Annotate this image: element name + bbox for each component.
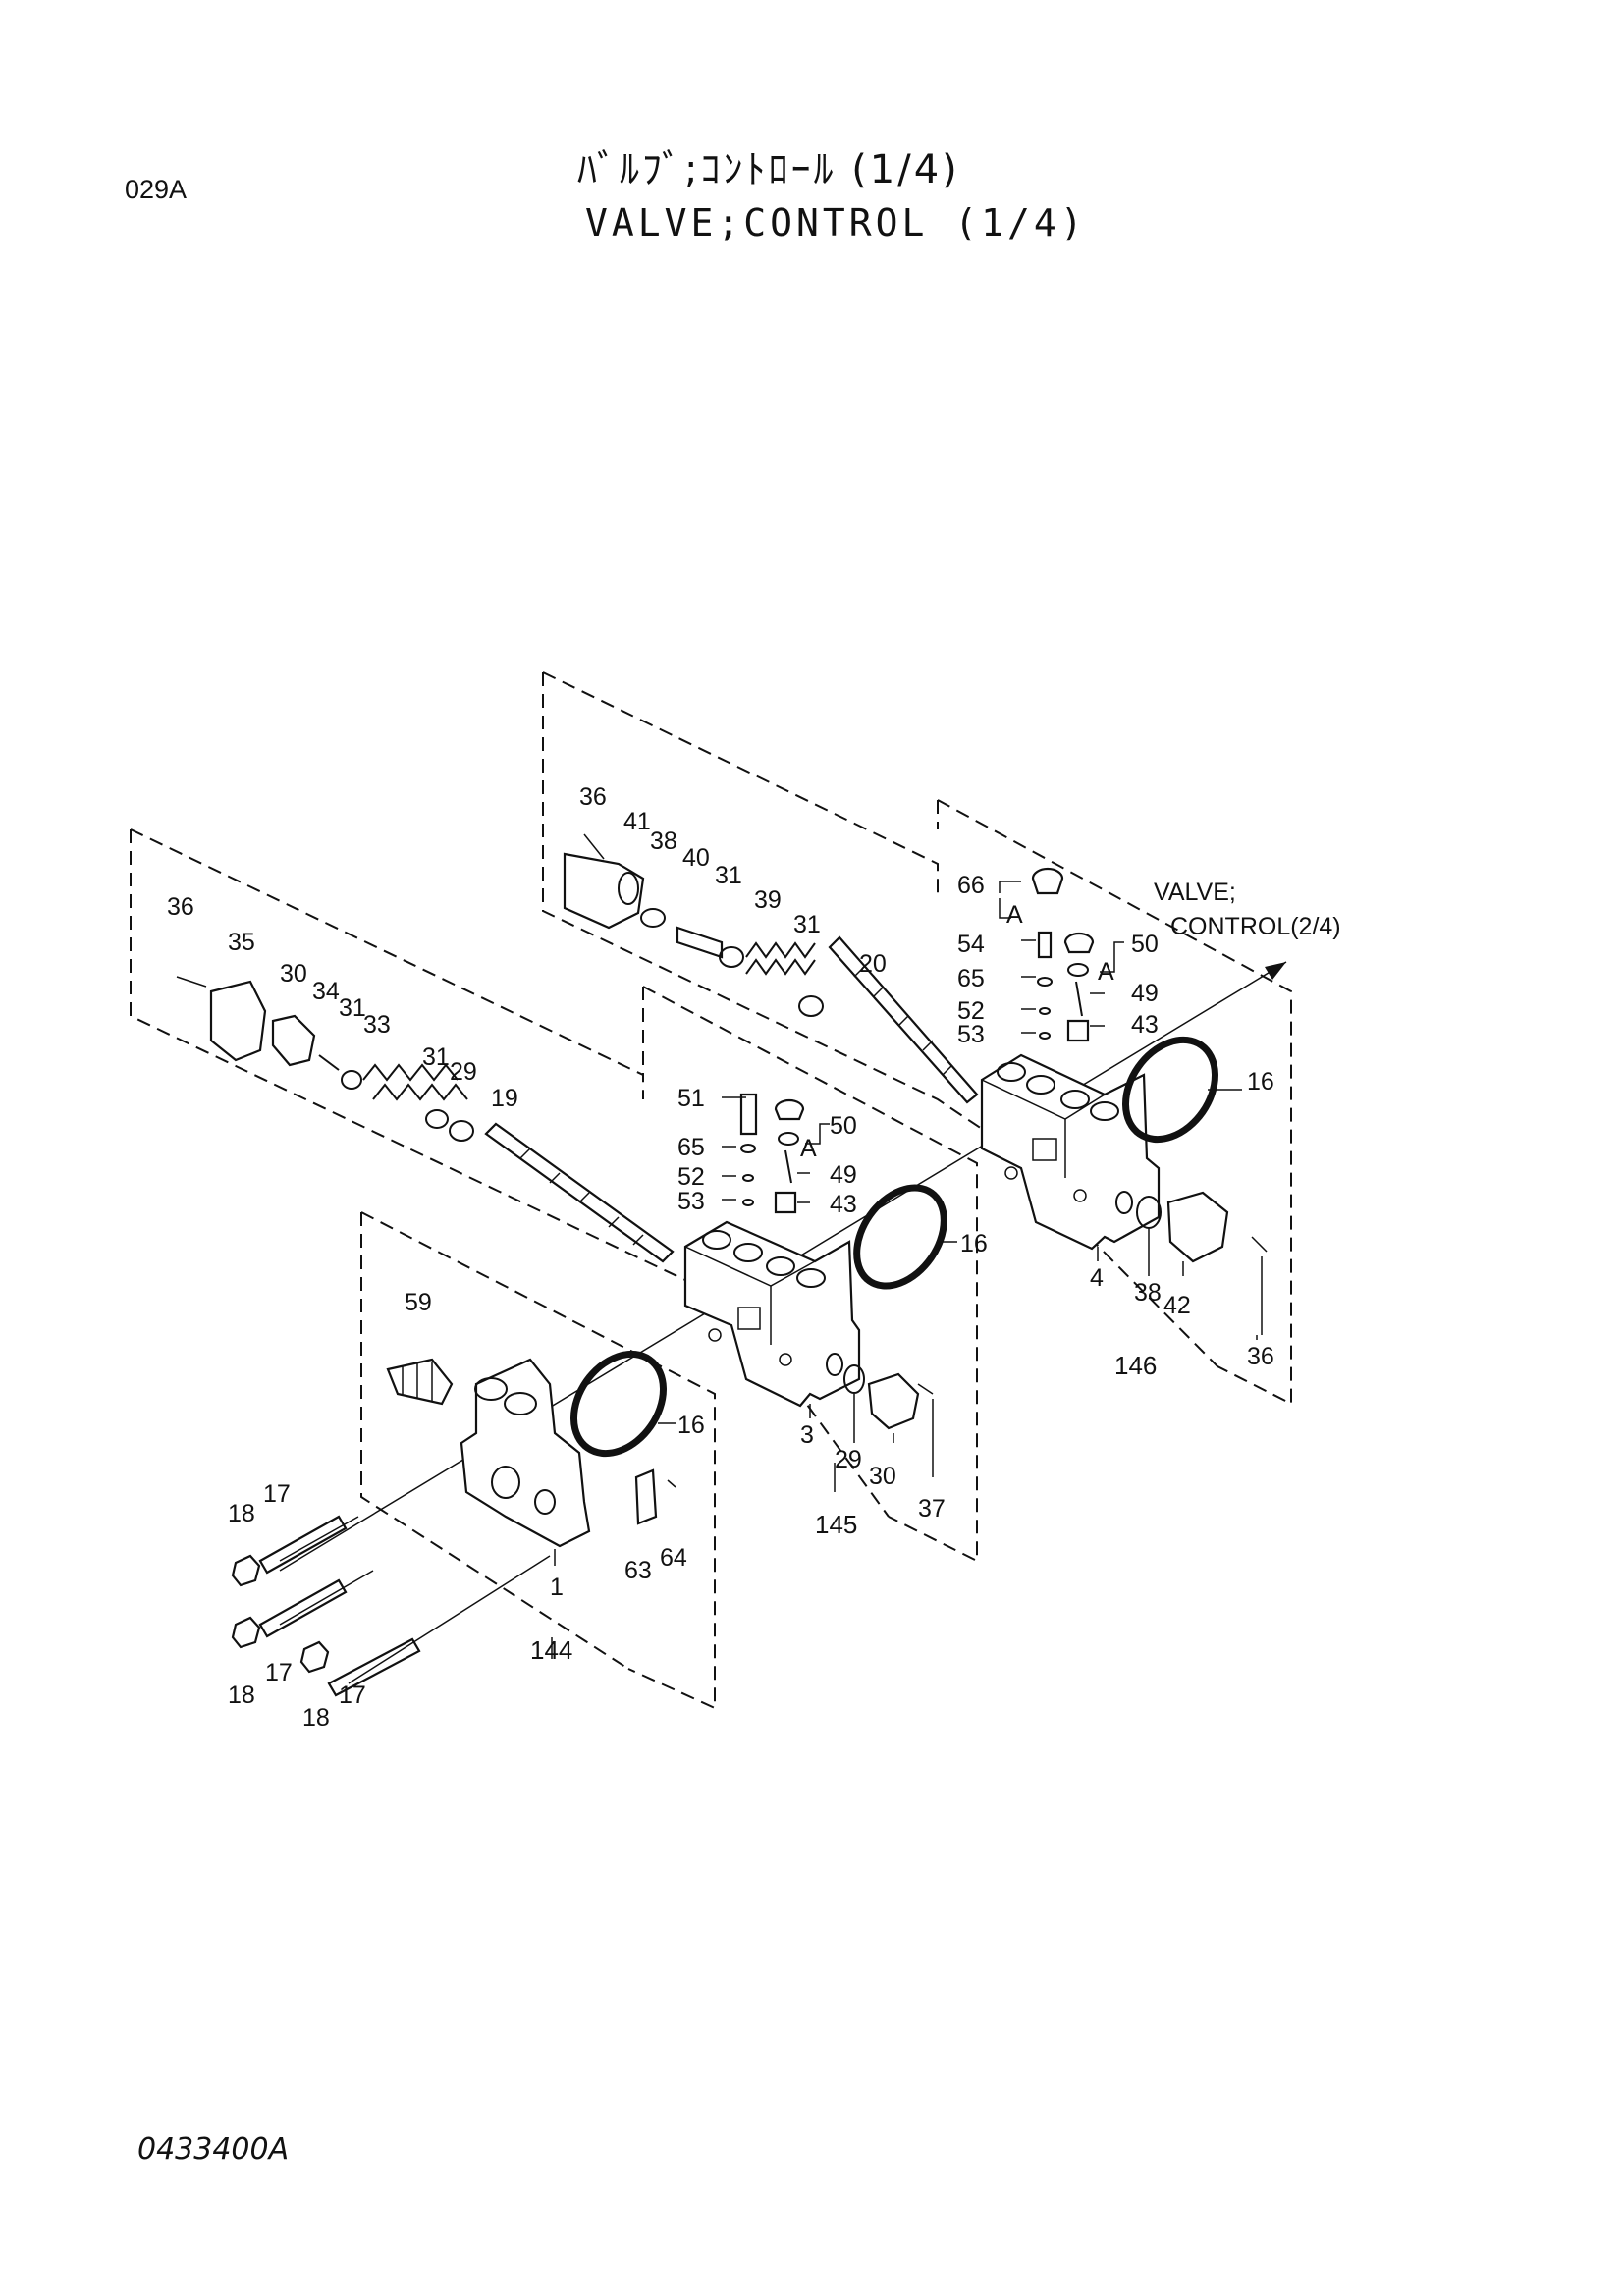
part-label: 41 bbox=[623, 808, 651, 835]
section-4-relief-parts bbox=[999, 867, 1095, 1042]
detail-marker-a: A bbox=[800, 1135, 817, 1162]
part-label: 51 bbox=[677, 1085, 705, 1112]
section-4-housing bbox=[980, 1053, 1161, 1251]
part-label: 16 bbox=[677, 1412, 705, 1439]
part-label: 31 bbox=[422, 1043, 450, 1071]
part-label: 31 bbox=[793, 911, 821, 938]
o-ring-16-upper bbox=[1122, 1036, 1218, 1144]
part-label: 49 bbox=[830, 1161, 857, 1189]
part-label: 19 bbox=[491, 1085, 518, 1112]
part-label: 35 bbox=[228, 929, 255, 956]
part-label: 63 bbox=[624, 1557, 652, 1584]
part-label: 16 bbox=[960, 1230, 988, 1257]
part-label: 31 bbox=[715, 862, 742, 889]
part-label: 30 bbox=[280, 960, 307, 988]
part-label: 36 bbox=[167, 893, 194, 921]
next-page-reference: VALVE; CONTROL(2/4) bbox=[1154, 879, 1341, 940]
page-title-japanese: ﾊﾞﾙﾌﾞ;ｺﾝﾄﾛｰﾙ (1/4) bbox=[577, 147, 960, 192]
part-label: 17 bbox=[265, 1659, 293, 1686]
part-label: 20 bbox=[859, 950, 887, 978]
part-label: 29 bbox=[450, 1058, 477, 1086]
section-3-cap-35 bbox=[176, 976, 362, 1090]
part-label: 1 bbox=[550, 1574, 564, 1601]
part-label: 54 bbox=[957, 931, 985, 958]
part-label: 18 bbox=[228, 1500, 255, 1527]
ref-label-line2: CONTROL(2/4) bbox=[1170, 913, 1341, 940]
part-label: 38 bbox=[1134, 1279, 1162, 1307]
part-label: 66 bbox=[957, 872, 985, 899]
part-label: 50 bbox=[1131, 931, 1159, 958]
part-label: 37 bbox=[918, 1495, 946, 1522]
part-label: 43 bbox=[1131, 1011, 1159, 1039]
part-label: 50 bbox=[830, 1112, 857, 1140]
page-title-english: VALVE;CONTROL (1/4) bbox=[585, 201, 1087, 244]
detail-markers: A A A bbox=[800, 901, 1114, 1162]
section-4-spool-20 bbox=[828, 935, 979, 1104]
detail-marker-a: A bbox=[1006, 901, 1023, 929]
o-ring-16-lower bbox=[570, 1350, 667, 1458]
part-label: 40 bbox=[682, 844, 710, 872]
part-label: 52 bbox=[957, 997, 985, 1025]
section-3-spring-33 bbox=[362, 1063, 474, 1142]
part-labels: 36 41 38 40 31 39 31 20 66 54 65 52 53 5… bbox=[167, 783, 1274, 1732]
section-3-housing bbox=[683, 1220, 861, 1408]
part-label: 43 bbox=[830, 1191, 857, 1218]
part-label: 52 bbox=[677, 1163, 705, 1191]
leader-lines bbox=[551, 881, 1263, 1659]
part-label: 3 bbox=[800, 1421, 814, 1449]
part-label: 65 bbox=[677, 1134, 705, 1161]
bracket-63-screw-64 bbox=[634, 1468, 676, 1525]
part-label: 30 bbox=[869, 1463, 896, 1490]
group-label: 144 bbox=[530, 1635, 572, 1665]
part-label: 49 bbox=[1131, 980, 1159, 1007]
part-label: 53 bbox=[957, 1021, 985, 1048]
section-1-housing bbox=[460, 1358, 591, 1548]
page-code: 029A bbox=[125, 175, 188, 204]
section-3-endplate-30 bbox=[843, 1364, 934, 1430]
group-label: 146 bbox=[1114, 1351, 1157, 1380]
part-label: 16 bbox=[1247, 1068, 1274, 1095]
part-label: 18 bbox=[302, 1704, 330, 1732]
document-number: 0433400A bbox=[137, 2132, 290, 2166]
part-label: 33 bbox=[363, 1011, 391, 1039]
part-label: 4 bbox=[1090, 1264, 1104, 1292]
part-label: 17 bbox=[263, 1480, 291, 1508]
tie-bolts-and-nuts bbox=[231, 1515, 551, 1697]
part-label: 64 bbox=[660, 1544, 687, 1572]
group-label: 145 bbox=[815, 1510, 857, 1539]
group-outline-144 bbox=[360, 1211, 716, 1710]
part-label: 29 bbox=[835, 1446, 862, 1473]
part-label: 59 bbox=[405, 1289, 432, 1316]
part-label: 36 bbox=[579, 783, 607, 811]
section-3-relief-parts bbox=[739, 1093, 805, 1214]
o-ring-16-middle bbox=[853, 1184, 947, 1290]
section-3-spool-19 bbox=[484, 1122, 675, 1263]
part-label: 42 bbox=[1163, 1292, 1191, 1319]
detail-marker-a: A bbox=[1098, 958, 1114, 986]
part-label: 17 bbox=[339, 1682, 366, 1709]
part-label: 53 bbox=[677, 1188, 705, 1215]
relief-valve-59 bbox=[386, 1358, 454, 1406]
part-label: 31 bbox=[339, 994, 366, 1022]
part-label: 39 bbox=[754, 886, 782, 914]
ref-label-line1: VALVE; bbox=[1154, 879, 1236, 906]
section-4-springs bbox=[640, 908, 824, 1017]
part-label: 65 bbox=[957, 965, 985, 992]
part-label: 36 bbox=[1247, 1343, 1274, 1370]
section-4-cap-41 bbox=[563, 833, 645, 930]
part-label: 34 bbox=[312, 978, 340, 1005]
part-label: 18 bbox=[228, 1682, 255, 1709]
group-outline-spool-top bbox=[542, 671, 983, 1130]
part-label: 38 bbox=[650, 828, 677, 855]
